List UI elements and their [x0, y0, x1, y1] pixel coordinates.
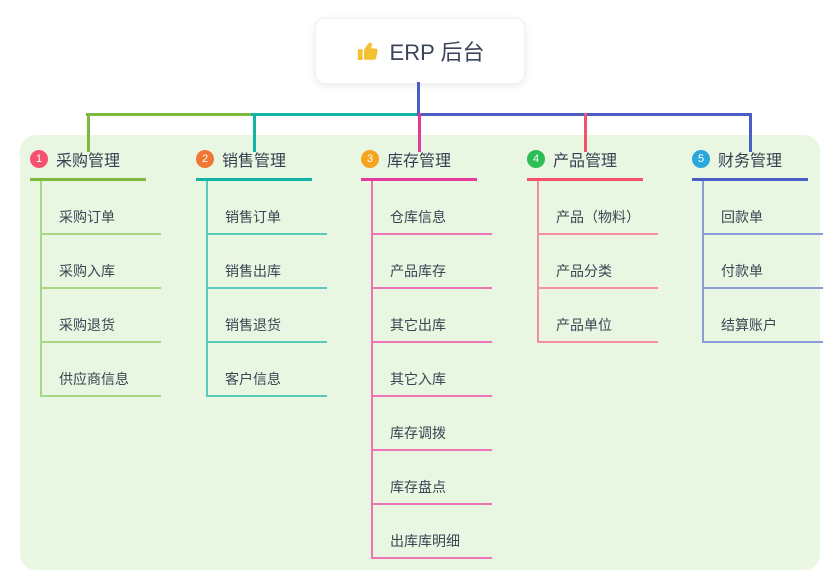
branches-panel	[20, 135, 820, 570]
child-node-label[interactable]: 销售订单	[208, 207, 327, 235]
branch-node-3: 3 库存管理仓库信息产品库存其它出库其它入库库存调拨库存盘点出库库明细	[361, 147, 492, 559]
branch-number-badge: 3	[361, 150, 379, 168]
child-node: 其它入库	[373, 343, 492, 397]
root-node[interactable]: ERP 后台	[315, 18, 525, 84]
child-node: 产品单位	[539, 289, 658, 343]
child-node-label[interactable]: 库存盘点	[373, 477, 492, 505]
branch-number-badge: 1	[30, 150, 48, 168]
child-node-label[interactable]: 采购入库	[42, 261, 161, 289]
child-node-label[interactable]: 出库库明细	[373, 531, 492, 559]
root-connector-line	[417, 82, 420, 114]
child-node: 采购退货	[42, 289, 161, 343]
branch-node-5: 5 财务管理回款单付款单结算账户	[692, 147, 823, 343]
branch-number-badge: 2	[196, 150, 214, 168]
branch-drop-line-1	[87, 113, 90, 152]
branch-header-3[interactable]: 3 库存管理	[361, 147, 477, 181]
branch-label: 产品管理	[553, 153, 618, 170]
child-node: 回款单	[704, 181, 823, 235]
branch-drop-line-3	[418, 113, 421, 152]
branch-label: 采购管理	[56, 153, 121, 170]
child-node: 库存盘点	[373, 451, 492, 505]
child-node: 销售出库	[208, 235, 327, 289]
child-node: 销售退货	[208, 289, 327, 343]
child-node-label[interactable]: 产品（物料）	[539, 207, 658, 235]
child-node: 结算账户	[704, 289, 823, 343]
thumbs-up-icon	[356, 39, 380, 63]
branch-drop-line-4	[584, 113, 587, 152]
child-node-label[interactable]: 产品库存	[373, 261, 492, 289]
child-node: 客户信息	[208, 343, 327, 397]
child-node-label[interactable]: 销售退货	[208, 315, 327, 343]
child-node-label[interactable]: 付款单	[704, 261, 823, 289]
branch-header-2[interactable]: 2 销售管理	[196, 147, 312, 181]
child-node-label[interactable]: 采购退货	[42, 315, 161, 343]
branch-header-4[interactable]: 4 产品管理	[527, 147, 643, 181]
child-node: 产品（物料）	[539, 181, 658, 235]
child-node-label[interactable]: 回款单	[704, 207, 823, 235]
child-node: 销售订单	[208, 181, 327, 235]
child-node: 产品库存	[373, 235, 492, 289]
branch-children: 回款单付款单结算账户	[702, 181, 823, 343]
child-node: 其它出库	[373, 289, 492, 343]
bus-segment-middle	[251, 113, 419, 116]
branch-label: 财务管理	[718, 153, 783, 170]
child-node: 供应商信息	[42, 343, 161, 397]
child-node-label[interactable]: 结算账户	[704, 315, 823, 343]
child-node-label[interactable]: 其它入库	[373, 369, 492, 397]
child-node-label[interactable]: 其它出库	[373, 315, 492, 343]
child-node: 仓库信息	[373, 181, 492, 235]
child-node: 采购订单	[42, 181, 161, 235]
branch-children: 采购订单采购入库采购退货供应商信息	[40, 181, 161, 397]
branch-drop-line-2	[253, 113, 256, 152]
branch-children: 仓库信息产品库存其它出库其它入库库存调拨库存盘点出库库明细	[371, 181, 492, 559]
child-node: 采购入库	[42, 235, 161, 289]
child-node: 出库库明细	[373, 505, 492, 559]
branch-children: 产品（物料） 产品分类产品单位	[537, 181, 658, 343]
root-title: ERP 后台	[389, 40, 485, 65]
branch-header-1[interactable]: 1 采购管理	[30, 147, 146, 181]
branch-header-5[interactable]: 5 财务管理	[692, 147, 808, 181]
branch-drop-line-5	[749, 113, 752, 152]
child-node-label[interactable]: 产品分类	[539, 261, 658, 289]
child-node: 产品分类	[539, 235, 658, 289]
branch-label: 库存管理	[387, 153, 452, 170]
branch-number-badge: 5	[692, 150, 710, 168]
child-node-label[interactable]: 库存调拨	[373, 423, 492, 451]
child-node-label[interactable]: 销售出库	[208, 261, 327, 289]
branch-node-1: 1 采购管理采购订单采购入库采购退货供应商信息	[30, 147, 161, 397]
branch-children: 销售订单销售出库销售退货客户信息	[206, 181, 327, 397]
branch-label: 销售管理	[222, 153, 287, 170]
child-node: 库存调拨	[373, 397, 492, 451]
child-node-label[interactable]: 供应商信息	[42, 369, 161, 397]
child-node-label[interactable]: 产品单位	[539, 315, 658, 343]
branch-number-badge: 4	[527, 150, 545, 168]
child-node-label[interactable]: 仓库信息	[373, 207, 492, 235]
bus-segment-left	[86, 113, 254, 116]
child-node-label[interactable]: 客户信息	[208, 369, 327, 397]
child-node: 付款单	[704, 235, 823, 289]
child-node-label[interactable]: 采购订单	[42, 207, 161, 235]
branch-node-4: 4 产品管理产品（物料） 产品分类产品单位	[527, 147, 658, 343]
branch-node-2: 2 销售管理销售订单销售出库销售退货客户信息	[196, 147, 327, 397]
